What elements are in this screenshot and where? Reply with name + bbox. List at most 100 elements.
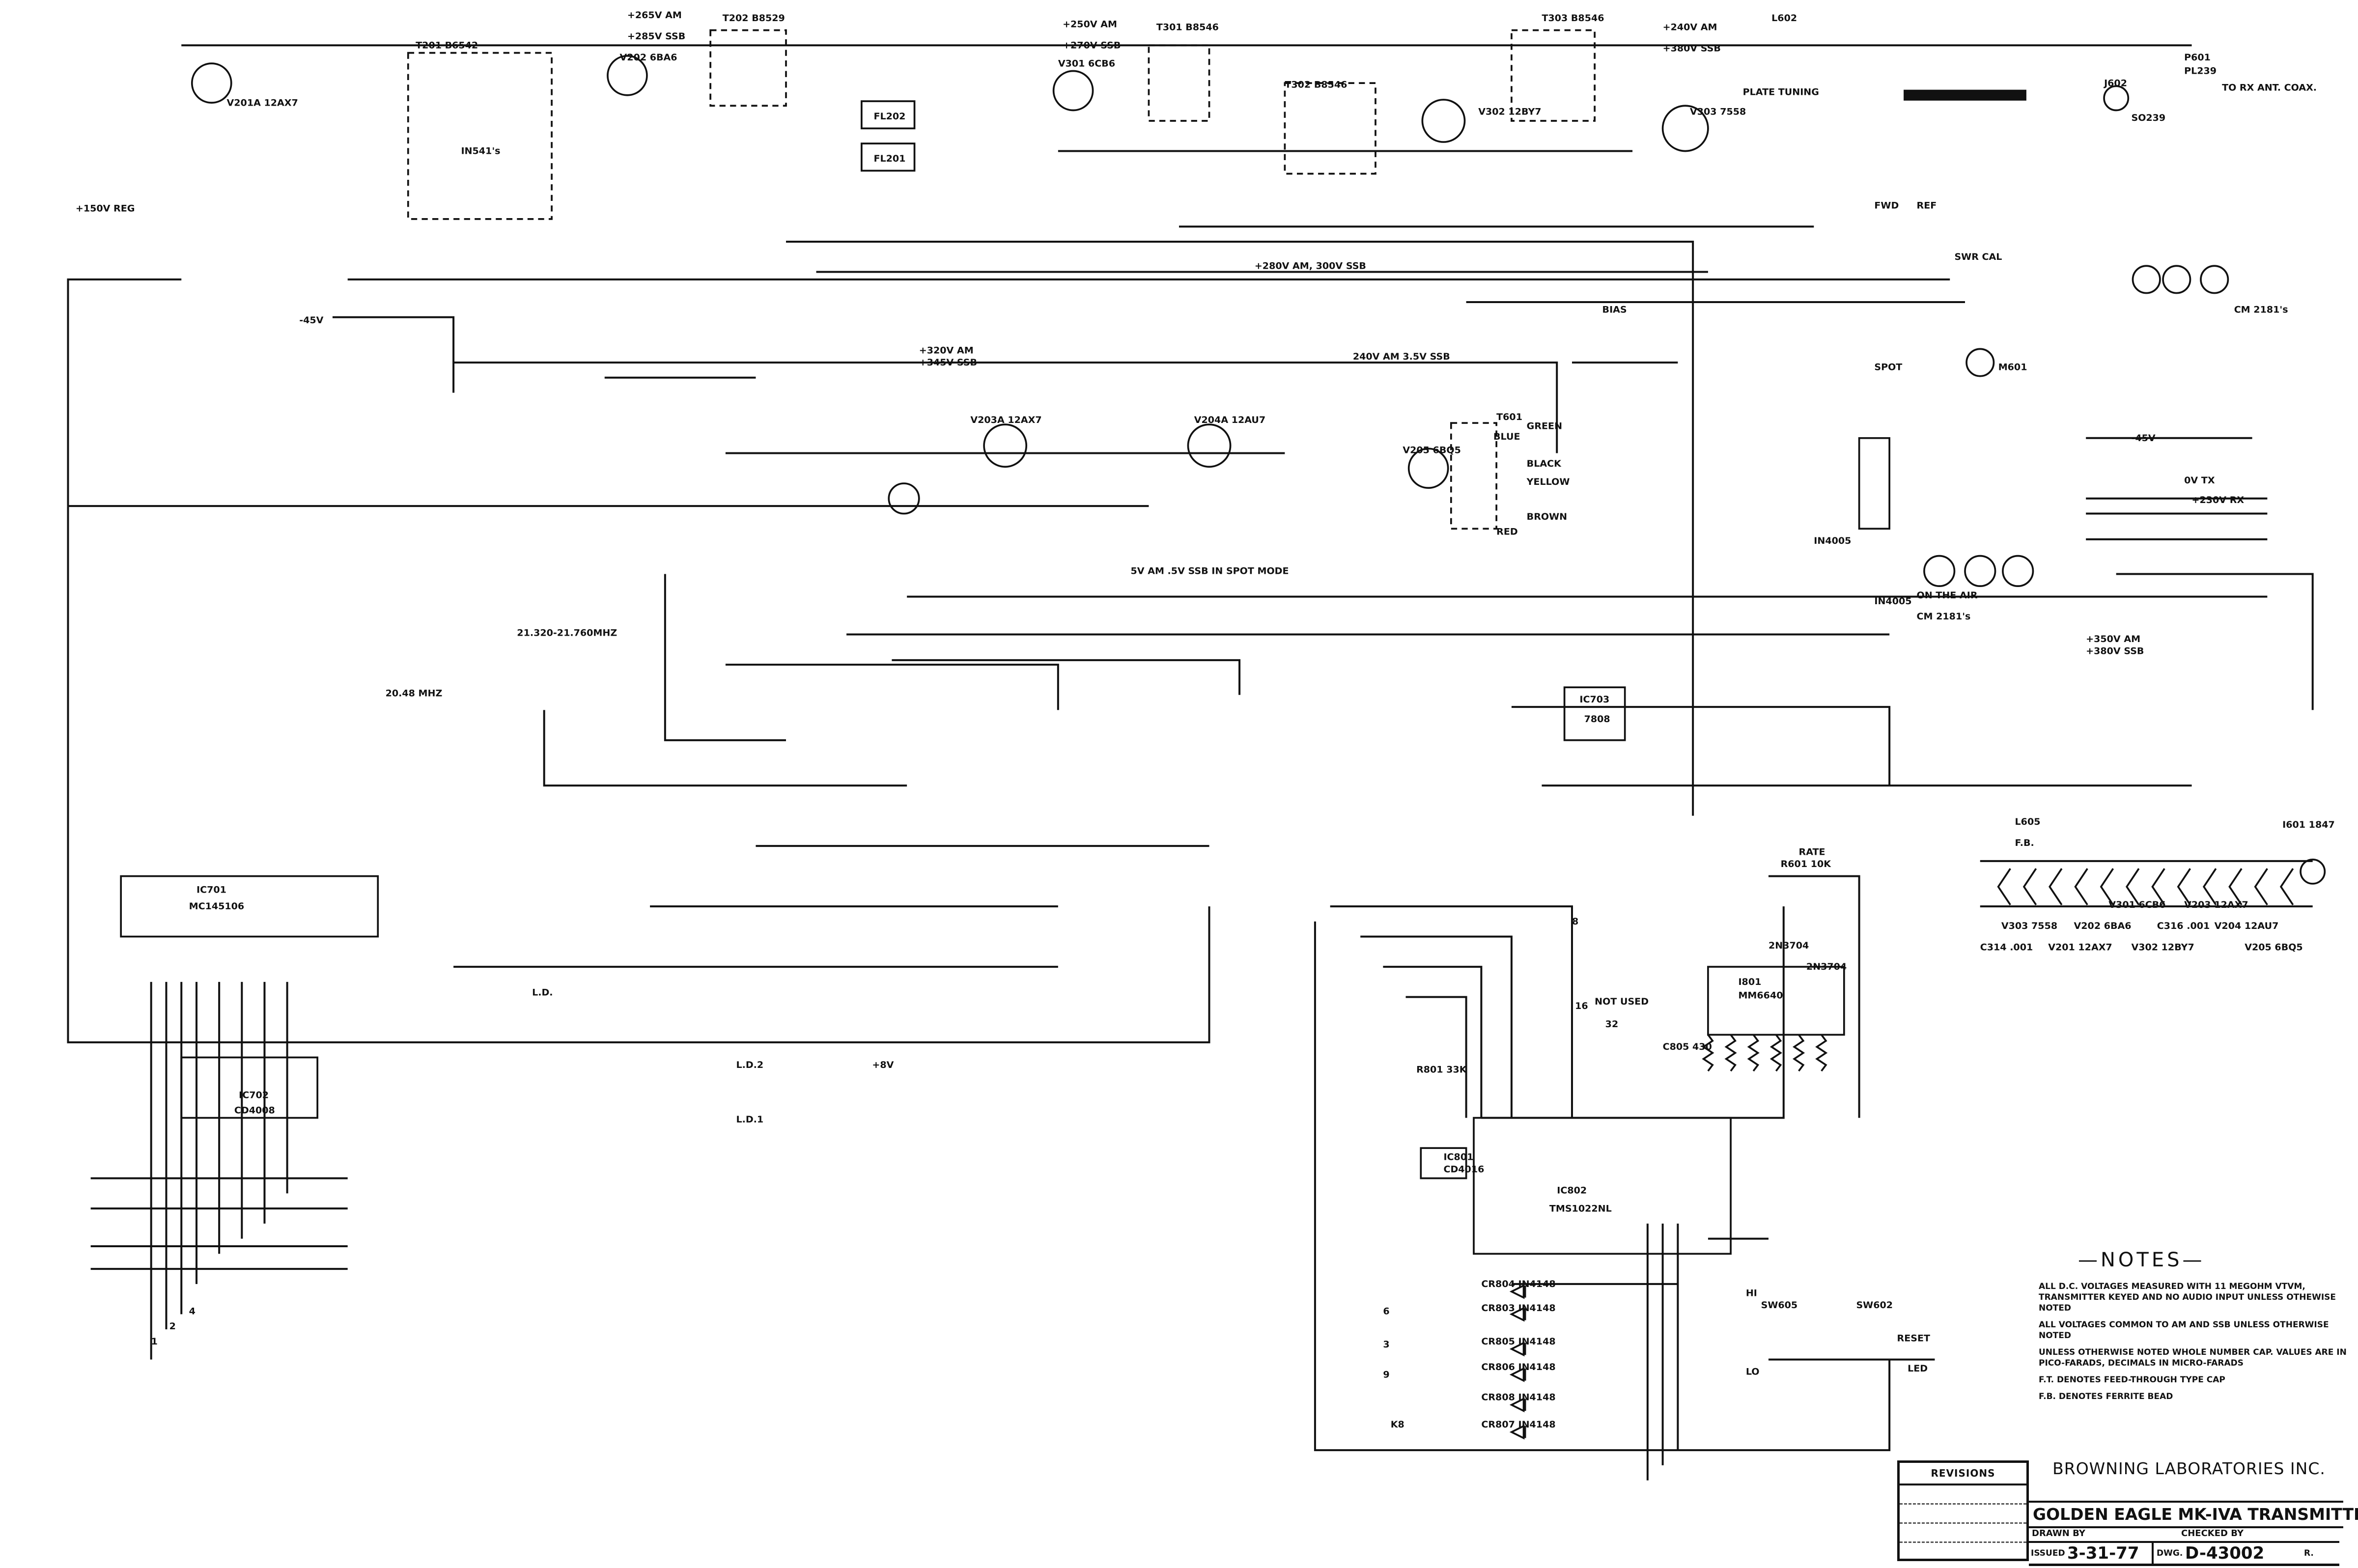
resistor-icon (1815, 1034, 1828, 1072)
note-4: F.T. DENOTES FEED-THROUGH TYPE CAP (2039, 1375, 2225, 1385)
component-label: +265V AM (627, 10, 682, 21)
diode-icon (1509, 1341, 1526, 1357)
heater-icon (2126, 868, 2140, 906)
component-label: SW605 (1761, 1300, 1798, 1311)
wire (453, 362, 1558, 453)
inductor-icon (1904, 89, 2026, 101)
wire (892, 659, 1241, 695)
component-label: FL202 (873, 111, 905, 122)
z801-display-box (1707, 966, 1845, 1036)
diode-icon (1509, 1424, 1526, 1440)
component-label: MC145106 (189, 901, 245, 912)
wire (2116, 573, 2314, 710)
component-label: C805 430 (1663, 1041, 1712, 1052)
component-label: 240V AM 3.5V SSB (1353, 351, 1450, 362)
component-label: TO RX ANT. COAX. (2222, 83, 2317, 93)
component-label: V203 12AX7 (2184, 899, 2248, 910)
component-label: T202 B8529 (723, 13, 785, 24)
lamp-icon (2002, 555, 2034, 588)
component-label: 9 (1383, 1370, 1389, 1380)
wire (1511, 706, 1891, 786)
component-label: CR807 IN4148 (1481, 1419, 1555, 1430)
vacuum-tube-icon (1421, 99, 1466, 143)
component-label: C316 .001 (2157, 921, 2210, 931)
component-label: SO239 (2131, 112, 2165, 123)
heater-icon (2202, 868, 2217, 906)
component-label: 6 (1383, 1306, 1389, 1316)
heater-icon (2100, 868, 2114, 906)
component-label: -45V (2131, 433, 2155, 444)
component-label: CM 2181's (1917, 611, 1971, 622)
wire (2086, 497, 2268, 540)
lamp-icon (1923, 555, 1956, 588)
resistor-icon (1769, 1034, 1782, 1072)
lamp-icon (2200, 265, 2229, 294)
filter-icon (861, 142, 916, 172)
component-label: CR808 IN4148 (1481, 1392, 1555, 1403)
component-label: T303 B8546 (1542, 13, 1604, 24)
component-label: T601 (1496, 412, 1522, 422)
heater-icon (2177, 868, 2191, 906)
component-label: V204 12AU7 (2215, 921, 2279, 931)
component-label: C314 .001 (1980, 942, 2033, 952)
vacuum-tube-icon (1407, 448, 1449, 489)
wire (725, 664, 1059, 710)
note-1: ALL D.C. VOLTAGES MEASURED WITH 11 MEGOH… (2039, 1282, 2336, 1313)
component-label: BLUE (1493, 431, 1520, 442)
component-label: 2N3704 (1806, 961, 1847, 972)
component-label: CR803 IN4148 (1481, 1303, 1555, 1314)
component-label: IC702 (239, 1090, 269, 1101)
component-label: V201 12AX7 (2048, 942, 2112, 952)
component-label: 32 (1605, 1019, 1619, 1030)
component-label: +285V SSB (627, 31, 685, 42)
component-label: +380V SSB (1663, 43, 1721, 54)
company-name: BROWNING LABORATORIES INC. (2052, 1459, 2326, 1478)
component-label: 0V TX (2184, 475, 2215, 486)
component-label: SW602 (1856, 1300, 1893, 1311)
component-label: LED (1908, 1363, 1928, 1374)
vacuum-tube-icon (1052, 70, 1094, 112)
component-label: IC802 (1557, 1185, 1587, 1196)
ic801-gate (1420, 1147, 1467, 1179)
component-label: +8V (872, 1060, 894, 1070)
lamp-icon (2162, 265, 2191, 294)
component-label: +380V SSB (2086, 646, 2144, 657)
component-label: 5V AM .5V SSB IN SPOT MODE (1131, 566, 1289, 577)
component-label: +350V AM (2086, 634, 2140, 644)
wire (1646, 1223, 1679, 1481)
component-label: SPOT (1874, 362, 1902, 372)
component-label: 7808 (1584, 714, 1610, 725)
vacuum-tube-icon (983, 423, 1028, 468)
component-label: L.D. (532, 987, 553, 998)
component-label: 4 (189, 1306, 196, 1316)
component-label: V301 6CB6 (2108, 899, 2165, 910)
component-label: F.B. (2015, 838, 2034, 848)
component-label: CR805 IN4148 (1481, 1336, 1555, 1347)
component-label: V205 6BQ5 (1403, 445, 1460, 456)
component-label: V202 6BA6 (2074, 921, 2132, 931)
component-label: +270V SSB (1063, 40, 1121, 51)
component-label: V203A 12AX7 (970, 415, 1041, 425)
vacuum-tube-icon (191, 62, 232, 104)
wire (1405, 996, 1467, 1118)
component-label: V303 7558 (2001, 921, 2057, 931)
transformer-icon (1450, 422, 1497, 530)
heater-icon (2074, 868, 2088, 906)
revision-row (1900, 1505, 2026, 1524)
component-label: M601 (1998, 362, 2027, 372)
wire (67, 278, 1149, 507)
component-label: P601 (2184, 52, 2211, 63)
note-2: ALL VOLTAGES COMMON TO AM AND SSB UNLESS… (2039, 1320, 2329, 1341)
component-label: RED (1496, 527, 1518, 537)
filter-icon (861, 100, 916, 130)
component-label: V201A 12AX7 (227, 97, 298, 108)
component-label: TMS1022NL (1549, 1203, 1612, 1214)
component-label: IC801 (1443, 1152, 1473, 1163)
component-label: T301 B8546 (1156, 22, 1219, 33)
component-label: BROWN (1527, 511, 1567, 522)
wire (332, 316, 455, 393)
component-label: V303 7558 (1690, 107, 1746, 117)
component-label: L605 (2015, 816, 2041, 827)
component-label: +230V RX (2192, 495, 2245, 505)
